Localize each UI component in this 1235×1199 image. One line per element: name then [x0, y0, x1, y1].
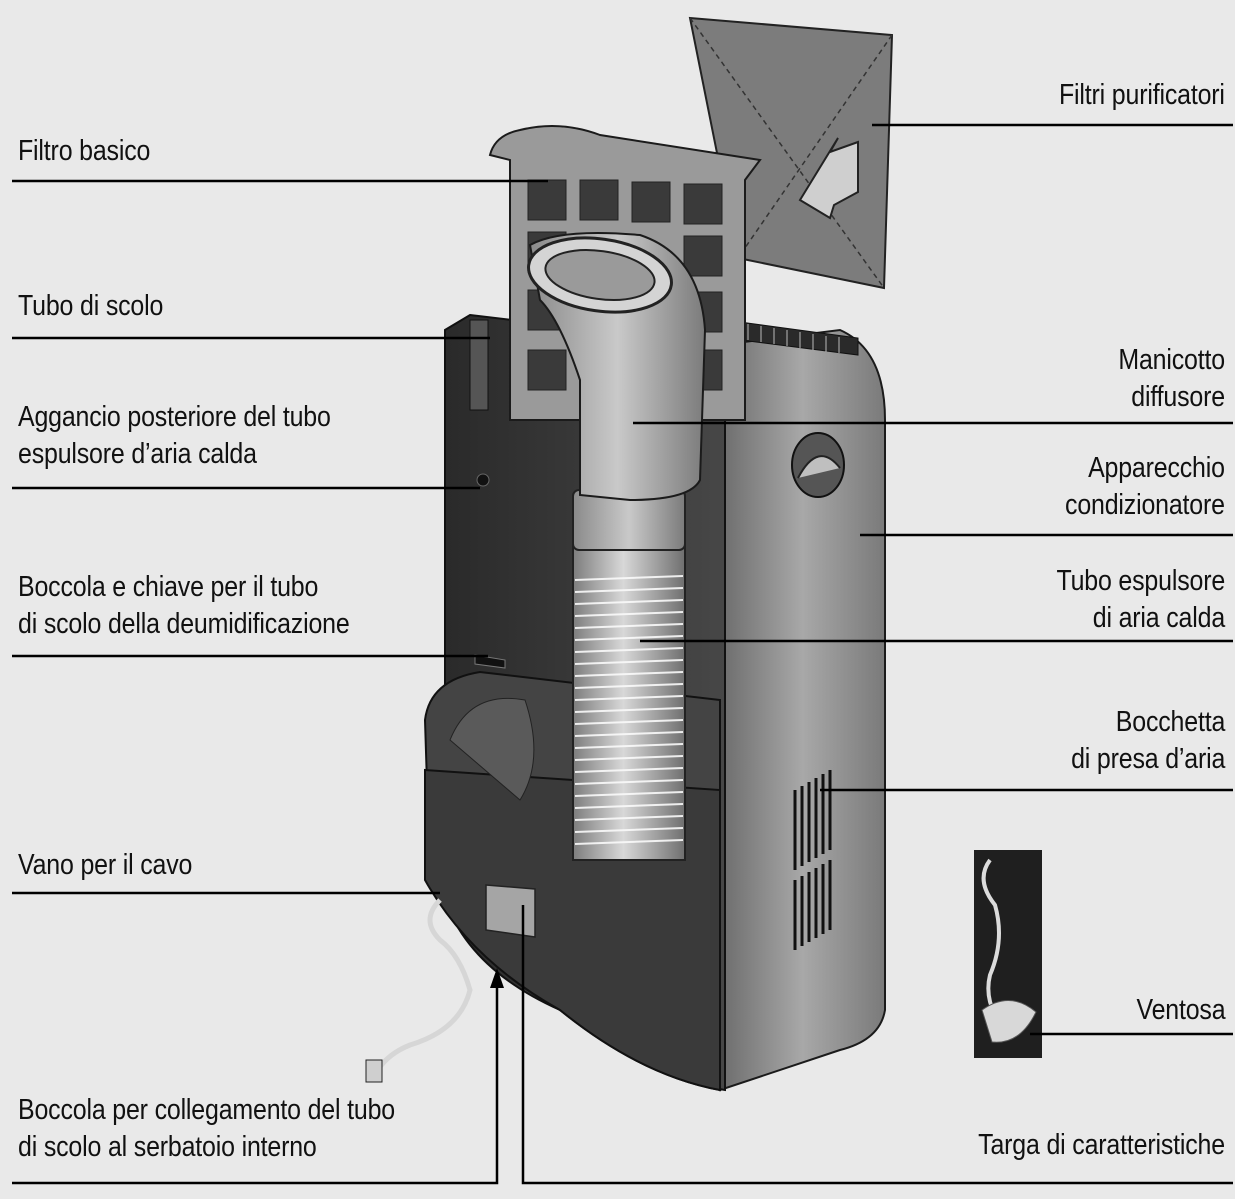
exhaust-hose [572, 489, 686, 861]
label-tubo-espulsore: Tubo espulsore di aria calda [1056, 565, 1225, 634]
label-bocchetta-presa-aria: Bocchetta di presa d’aria [1070, 706, 1225, 775]
label-apparecchio-condizionatore: Apparecchio condizionatore [1065, 452, 1225, 521]
label-boccola-chiave: Boccola e chiave per il tubo di scolo de… [18, 571, 350, 640]
appliance-body [719, 319, 886, 1092]
label-tubo-di-scolo: Tubo di scolo [18, 290, 164, 322]
label-vano-cavo: Vano per il cavo [18, 849, 193, 881]
rating-plate [485, 884, 536, 938]
label-aggancio-posteriore: Aggancio posteriore del tubo espulsore d… [18, 401, 331, 470]
arrow-icon [798, 137, 859, 220]
arrow-icon [490, 968, 504, 988]
suction-cup-inset [974, 850, 1042, 1058]
power-cable [372, 898, 473, 1077]
label-filtro-basico: Filtro basico [18, 135, 151, 167]
diffuser-nozzle [527, 231, 707, 502]
label-filtri-purificatori: Filtri purificatori [1059, 79, 1225, 111]
label-targa-caratteristiche: Targa di caratteristiche [978, 1129, 1225, 1161]
label-ventosa: Ventosa [1136, 994, 1225, 1026]
label-manicotto-diffusore: Manicotto diffusore [1118, 344, 1225, 413]
leader-lines [12, 123, 1233, 1185]
label-boccola-collegamento: Boccola per collegamento del tubo di sco… [18, 1094, 395, 1163]
